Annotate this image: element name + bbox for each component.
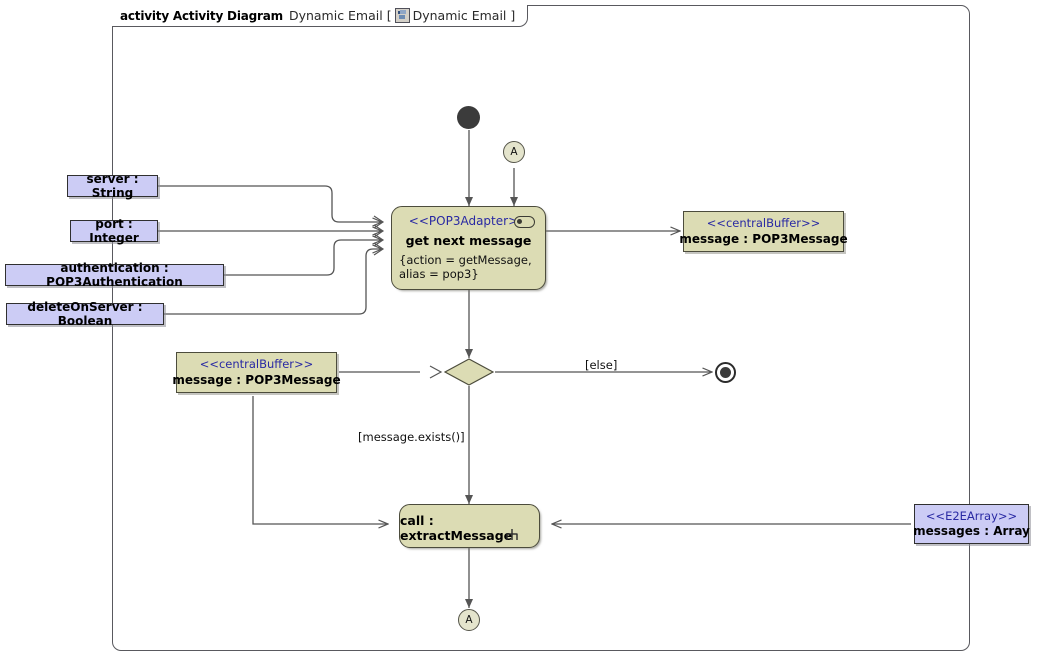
- buffer-name: message : POP3Message: [679, 231, 848, 246]
- buffer-name: message : POP3Message: [172, 372, 341, 387]
- parameter-label: authentication : POP3Authentication: [46, 260, 183, 289]
- activity-parameter-server[interactable]: server : String: [67, 171, 158, 200]
- parameter-label: server : String: [86, 171, 139, 200]
- parameter-label: port : Integer: [89, 216, 139, 245]
- action-property-line-1: {action = getMessage,: [399, 253, 532, 267]
- central-buffer-message-right[interactable]: <<centralBuffer>> message : POP3Message: [679, 211, 848, 252]
- action-name: get next message: [405, 233, 532, 248]
- signal-pill-icon: [514, 216, 535, 228]
- rake-icon: [506, 529, 518, 540]
- frame-name-label: Dynamic Email: [288, 8, 383, 23]
- buffer-stereotype: <<centralBuffer>>: [706, 216, 821, 231]
- initial-node[interactable]: [457, 106, 480, 129]
- e2e-array-messages[interactable]: <<E2EArray>> messages : Array: [913, 504, 1030, 544]
- diagram-icon: [394, 8, 410, 23]
- action-call-extract-message[interactable]: call : extractMessage: [399, 504, 540, 548]
- activity-parameter-port[interactable]: port : Integer: [70, 216, 158, 245]
- activity-final-node[interactable]: [715, 362, 736, 383]
- decision-node[interactable]: [443, 358, 495, 386]
- action-get-next-message[interactable]: <<POP3Adapter>> get next message {action…: [391, 206, 546, 290]
- connector-node-a-bottom[interactable]: A: [458, 609, 480, 631]
- connector-label: A: [465, 614, 473, 626]
- parameter-label: deleteOnServer : Boolean: [27, 299, 143, 328]
- connector-node-a-top[interactable]: A: [503, 141, 525, 163]
- frame-bracket-open: [: [386, 8, 392, 23]
- activity-parameter-authentication[interactable]: authentication : POP3Authentication: [5, 260, 224, 289]
- frame-bracket-close: ]: [510, 8, 516, 23]
- array-name: messages : Array: [913, 524, 1030, 539]
- edge-label-else: [else]: [585, 358, 618, 372]
- action-properties: {action = getMessage, alias = pop3}: [392, 253, 532, 282]
- action-stereotype: <<POP3Adapter>>: [408, 214, 529, 228]
- array-stereotype: <<E2EArray>>: [925, 508, 1018, 523]
- edge-label-message-exists: [message.exists()]: [358, 430, 465, 444]
- action-property-line-2: alias = pop3}: [399, 267, 479, 282]
- diagram-frame-header: activity Activity Diagram Dynamic Email …: [112, 5, 529, 27]
- diagram-frame: [112, 5, 970, 651]
- activity-parameter-deleteonserver[interactable]: deleteOnServer : Boolean: [6, 299, 164, 328]
- action-name: call : extractMessage: [400, 513, 513, 543]
- buffer-stereotype: <<centralBuffer>>: [199, 357, 314, 372]
- central-buffer-message-left[interactable]: <<centralBuffer>> message : POP3Message: [172, 352, 341, 393]
- frame-kind-label: activity Activity Diagram: [120, 8, 283, 23]
- connector-label: A: [510, 146, 518, 158]
- frame-inner-name-label: Dynamic Email: [412, 8, 507, 23]
